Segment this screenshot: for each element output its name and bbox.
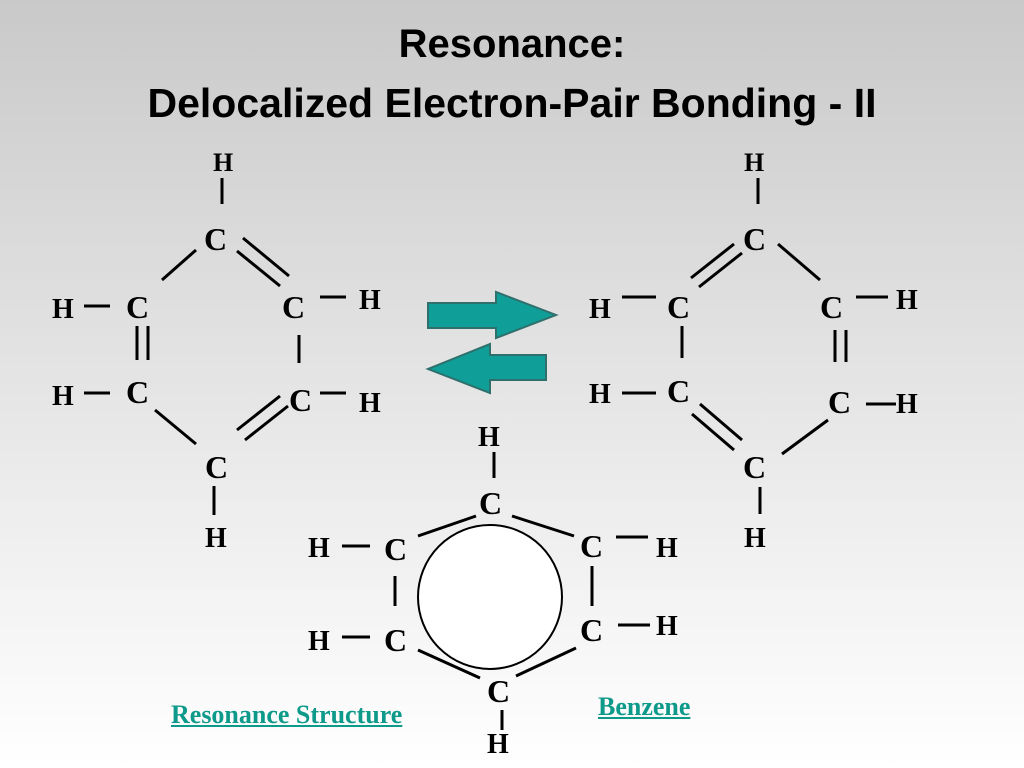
atom-c: C	[828, 384, 851, 420]
atom-c: C	[667, 373, 690, 409]
atom-h: H	[896, 285, 918, 316]
resonance-arrows	[425, 290, 559, 395]
atom-c: C	[204, 221, 227, 257]
atom-c: C	[743, 221, 766, 257]
bond-c1-c2-double-a	[698, 251, 743, 289]
atom-h: H	[478, 422, 500, 453]
delocalized-ring	[417, 524, 563, 670]
benzene-link[interactable]: Benzene	[598, 692, 691, 721]
benzene-delocalized-structure: H C H C C H H C C H C H	[308, 422, 678, 760]
atom-c: C	[479, 485, 502, 521]
atom-h: H	[205, 523, 227, 554]
right-arrow-icon	[427, 290, 559, 340]
atom-c: C	[743, 449, 766, 485]
bond-c1-c3-double-b	[236, 249, 281, 288]
atom-h: H	[359, 285, 381, 316]
atom-c: C	[289, 382, 312, 418]
atom-c: C	[384, 622, 407, 658]
atom-c: C	[282, 289, 305, 325]
atom-h: H	[656, 533, 678, 564]
bond-c1-c3	[511, 514, 575, 538]
atom-h: H	[589, 294, 611, 325]
atom-c: C	[126, 289, 149, 325]
atom-c: C	[126, 374, 149, 410]
bond-c1-c2	[417, 514, 477, 538]
atom-c: C	[384, 531, 407, 567]
bond-c4-c6	[154, 408, 197, 446]
bond-c4-c6	[417, 648, 481, 680]
right-kekule-structure: H C H C C H H C C H C H	[589, 148, 918, 554]
bond-c4-c6-double-a	[699, 402, 743, 442]
left-arrow-icon	[425, 342, 547, 395]
atom-c: C	[487, 673, 510, 709]
slide-title-line1: Resonance:	[398, 22, 626, 66]
atom-c: C	[820, 289, 843, 325]
left-kekule-structure: H C H C C H H C C H C H	[52, 148, 381, 554]
atom-h: H	[52, 294, 74, 325]
atom-h: H	[308, 533, 330, 564]
atom-c: C	[580, 528, 603, 564]
bond-c5-c6	[515, 646, 577, 678]
bond-c1-c3	[777, 242, 821, 282]
atom-h: H	[656, 611, 678, 642]
atom-c: C	[205, 449, 228, 485]
bond-c5-c6	[781, 418, 829, 456]
bond-c1-c2-double-b	[690, 242, 735, 280]
atom-h: H	[744, 148, 764, 177]
bond-c5-c6-double-b	[236, 394, 281, 432]
atom-h: H	[744, 523, 766, 554]
bond-c1-c3-double-a	[242, 236, 290, 278]
atom-h: H	[487, 729, 509, 760]
atom-h: H	[896, 389, 918, 420]
resonance-structure-link[interactable]: Resonance Structure	[171, 700, 403, 729]
atom-h: H	[589, 379, 611, 410]
atom-c: C	[667, 289, 690, 325]
atom-h: H	[213, 148, 233, 177]
atom-h: H	[308, 626, 330, 657]
bond-c4-c6-double-b	[691, 412, 735, 452]
atom-h: H	[359, 388, 381, 419]
atom-h: H	[52, 381, 74, 412]
bond-c5-c6-double-a	[244, 404, 289, 442]
slide-title-line2: Delocalized Electron-Pair Bonding - II	[147, 80, 877, 126]
atom-c: C	[580, 612, 603, 648]
bond-c1-c2	[161, 248, 197, 282]
